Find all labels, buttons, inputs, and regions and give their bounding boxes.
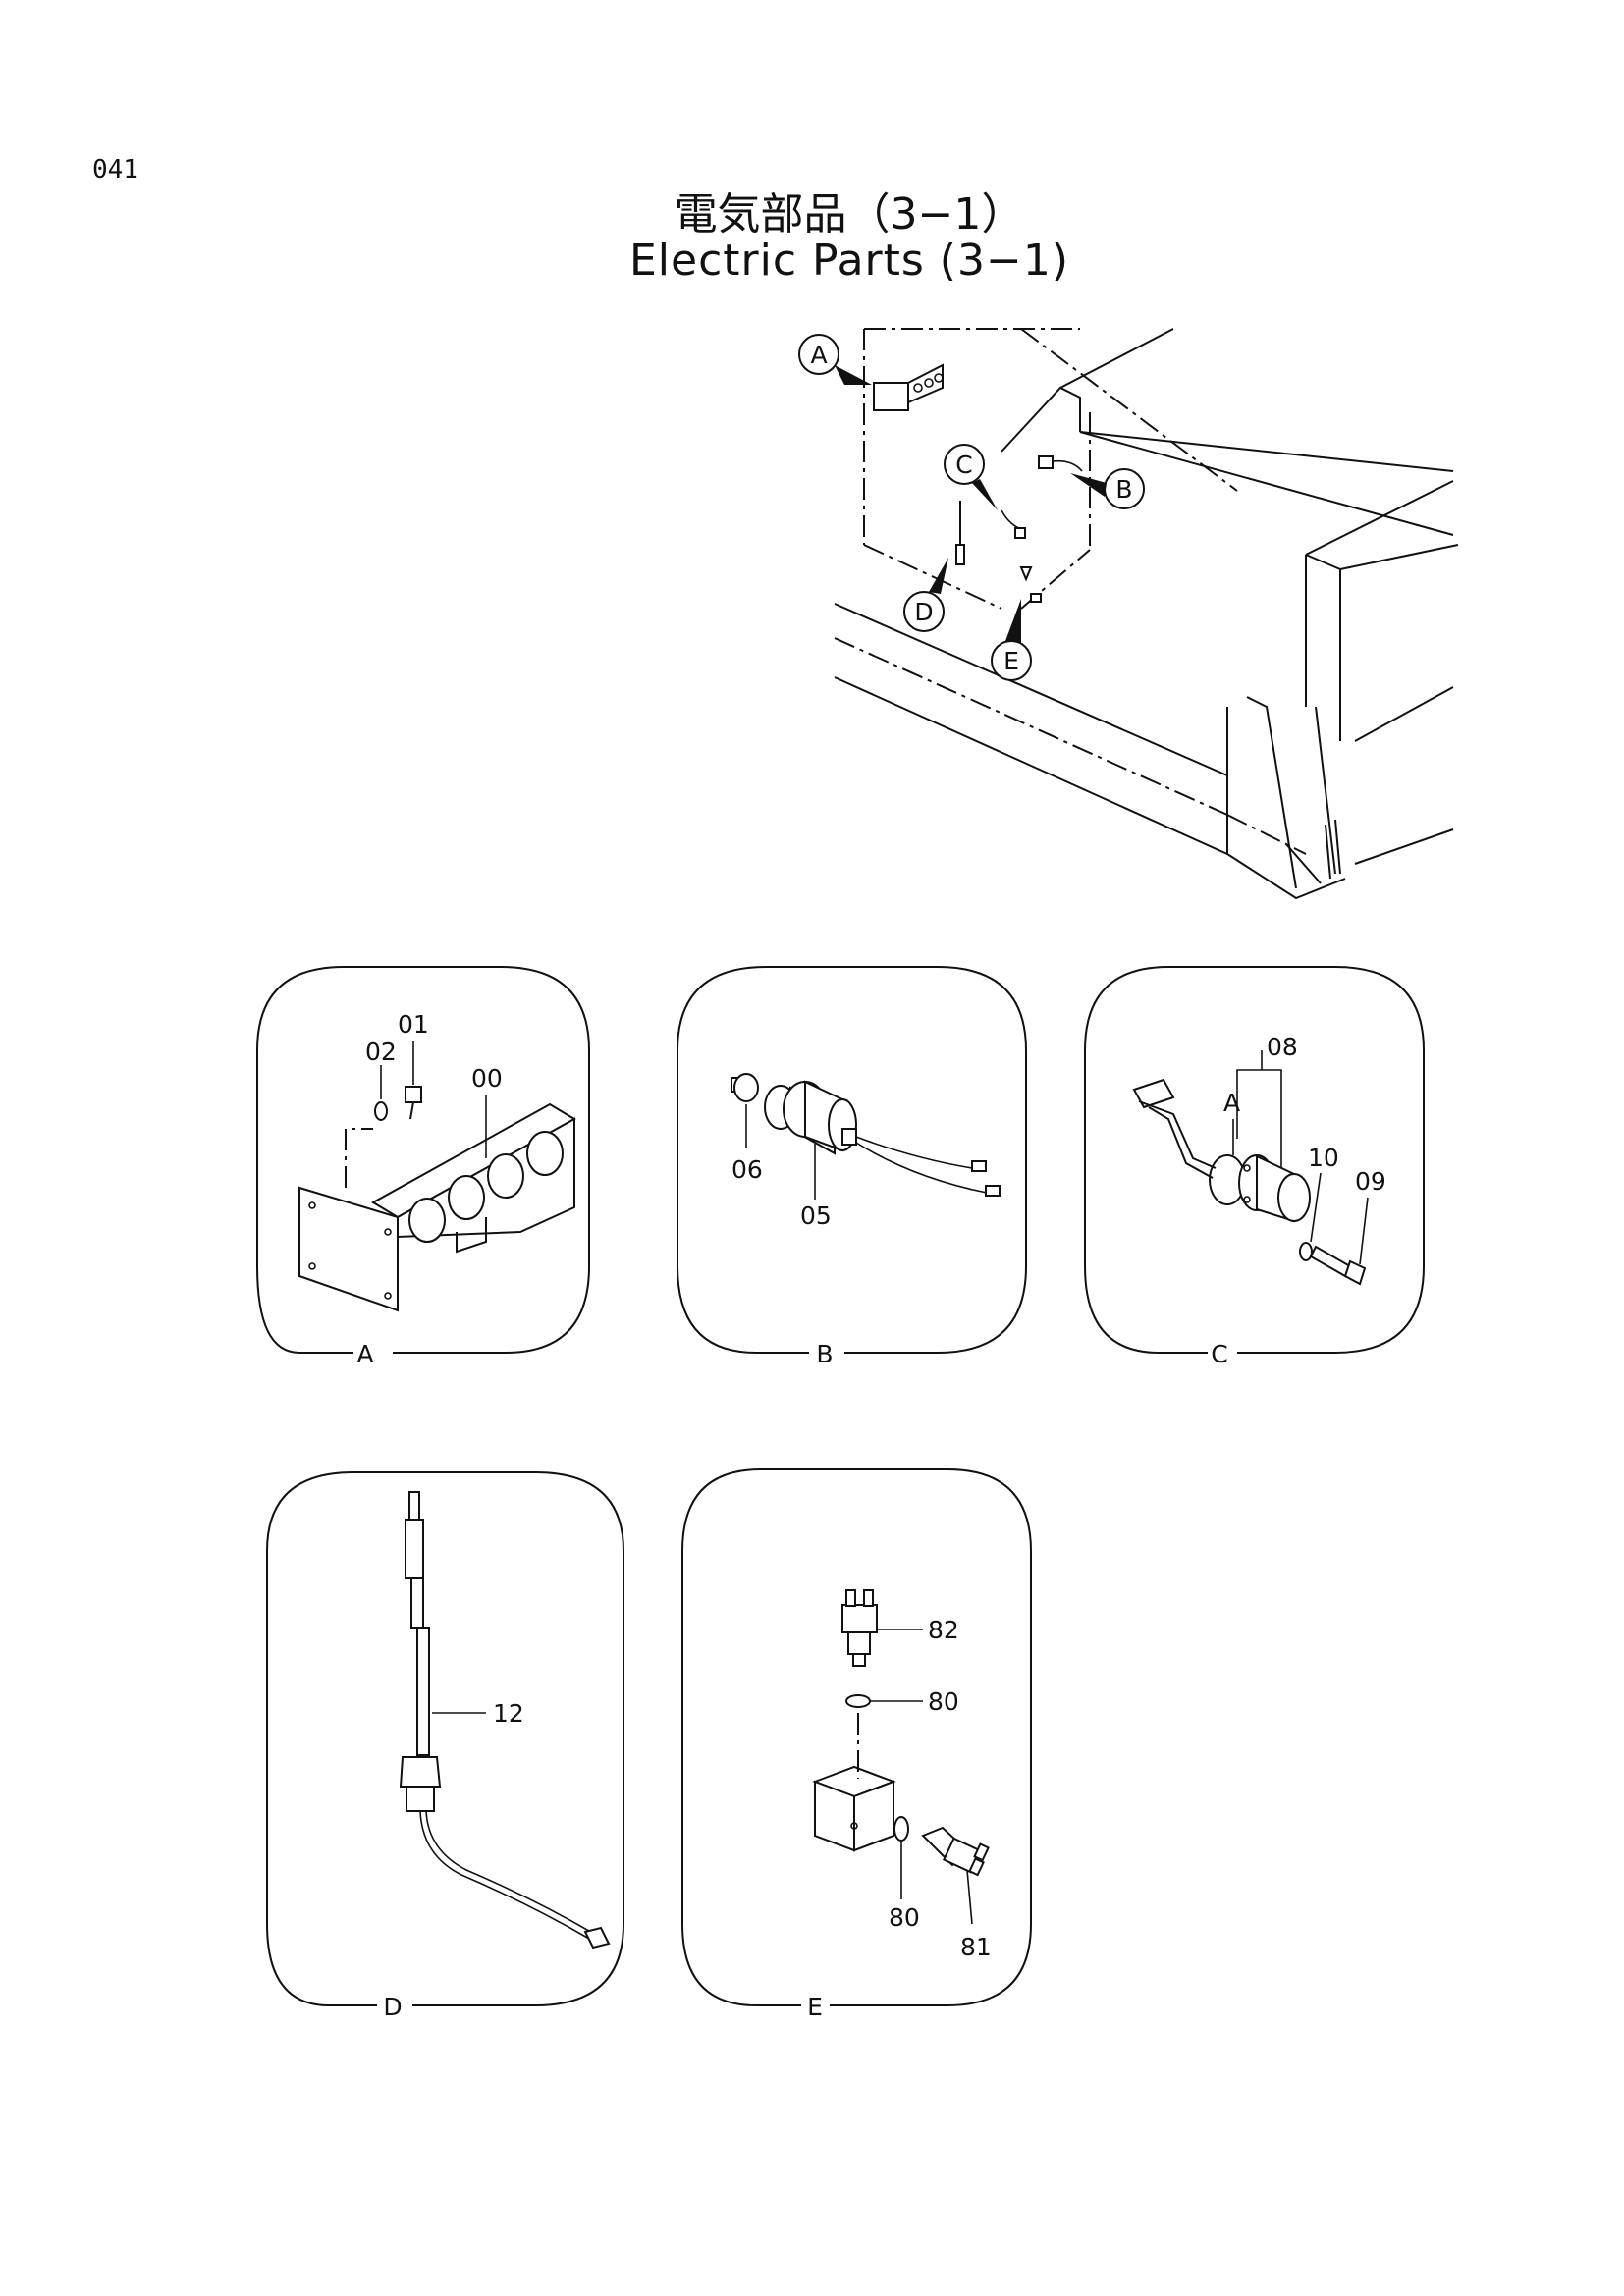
panel-b-part-06: 06 <box>731 1155 763 1184</box>
panel-e-part-80-top: 80 <box>928 1687 959 1716</box>
panel-e-label: E <box>807 1993 823 2021</box>
detail-panel-b: B 06 05 <box>677 966 1027 1368</box>
panel-c-part-09: 09 <box>1355 1167 1386 1196</box>
panel-a-part-02: 02 <box>365 1038 397 1066</box>
detail-panel-d: D 12 <box>266 1471 624 2021</box>
panel-c-part-a: A <box>1223 1089 1240 1117</box>
panel-b-part-05: 05 <box>800 1201 832 1230</box>
overview-callout-b[interactable]: B <box>1070 468 1145 509</box>
panel-a-label: A <box>356 1340 373 1368</box>
page-title-japanese: 電気部品（3−1） <box>674 189 1025 240</box>
detail-panel-e: E 82 80 80 81 <box>681 1468 1032 2021</box>
panel-e-part-81: 81 <box>960 1933 992 1961</box>
panel-d-part-12: 12 <box>493 1699 524 1728</box>
detail-panel-a: A 02 01 00 <box>256 966 590 1368</box>
svg-text:D: D <box>914 598 933 626</box>
panel-a-part-01: 01 <box>398 1010 429 1039</box>
overview-callout-a[interactable]: A <box>798 334 872 385</box>
overview-callout-d[interactable]: D <box>903 558 948 632</box>
panel-e-part-82: 82 <box>928 1616 959 1644</box>
svg-text:A: A <box>810 341 827 369</box>
overview-callout-c[interactable]: C <box>944 444 998 510</box>
panel-c-part-08: 08 <box>1267 1033 1298 1061</box>
panel-c-label: C <box>1211 1340 1227 1368</box>
overview-callout-e[interactable]: E <box>991 599 1032 681</box>
svg-text:B: B <box>1115 475 1132 504</box>
panel-d-label: D <box>383 1993 402 2021</box>
panel-c-part-10: 10 <box>1308 1144 1339 1172</box>
panel-e-part-80-side: 80 <box>889 1903 920 1932</box>
page-title-english: Electric Parts (3−1) <box>629 236 1069 286</box>
panel-a-part-00: 00 <box>471 1064 503 1093</box>
detail-panel-c: C 08 A 10 09 <box>1084 966 1425 1368</box>
svg-text:C: C <box>955 451 972 479</box>
svg-text:E: E <box>1003 647 1019 675</box>
panel-b-label: B <box>816 1340 833 1368</box>
page-number: 041 <box>92 155 138 185</box>
